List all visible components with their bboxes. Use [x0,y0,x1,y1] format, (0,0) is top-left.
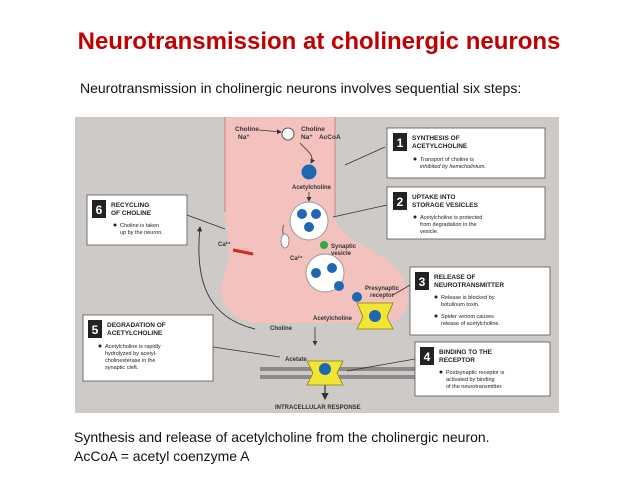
fusing-ach-3 [334,281,344,291]
step-2-text-2: from degradation in the [420,222,477,228]
step-5-text-2: hydrolyzed by acetyl- [105,351,157,357]
postsynaptic-bound-ach [319,363,331,375]
ca-channel [280,233,290,249]
caption-line-1: Synthesis and release of acetylcholine f… [74,429,490,445]
step-5-text-4: synaptic cleft. [105,365,139,371]
step-5-title-2: ACETYLCHOLINE [107,330,163,337]
step-6-title-1: RECYCLING [111,202,149,209]
choline-transporter [281,127,295,141]
step-3-text-3: Spider venom causes [441,314,494,320]
postsynaptic-membrane-bottom [260,375,430,379]
step-5-text-1: Acetylcholine is rapidly [105,344,161,350]
step-2-text-1: Acetylcholine is protected [420,215,482,221]
fusing-vesicle [305,253,345,293]
step-4-number: 4 [424,350,431,364]
step-6-title-2: OF CHOLINE [111,210,152,217]
step-3-number: 3 [419,275,426,289]
label-ca-left: Ca²⁺ [218,241,231,248]
connector-step2 [332,204,388,218]
step-3-text-2: botulinum toxin. [441,302,480,308]
step-3-title-1: RELEASE OF [434,274,476,281]
connector-step5 [212,346,281,358]
step-1-text-1: Transport of choline is [420,157,474,163]
label-synaptic-vesicle-2: vesicle [331,251,352,257]
storage-vesicle [289,201,329,241]
choline-uptake-arrow [258,129,282,135]
step-6-number: 6 [96,203,103,217]
connector-step3 [392,284,411,296]
step-1-title-2: ACETYLCHOLINE [412,143,468,150]
step-6-text-1: Choline is taken [120,223,159,229]
slide-subtitle: Neurotransmission in cholinergic neurons… [80,80,522,96]
label-acetylcholine-cleft: Acetylcholine [313,316,353,322]
step-3-title-2: NEUROTRANSMITTER [434,282,504,289]
step-1-text-2: inhibited by hemicholinium. [420,164,486,170]
label-presynaptic-1: Presynaptic [365,286,400,292]
ca-binding-indicator [320,241,328,249]
step-4-title-1: BINDING TO THE [439,349,493,356]
step-5-number: 5 [92,323,99,337]
connector-step1 [344,146,386,166]
step-3-box: 3 RELEASE OF NEUROTRANSMITTER Release is… [409,266,551,336]
label-na-left: Na⁺ [238,134,250,141]
receptor-bound-ach [369,310,381,322]
step-2-number: 2 [397,195,404,209]
connector-step4 [346,358,416,372]
step-4-box: 4 BINDING TO THE RECEPTOR Postsynaptic r… [414,341,551,397]
fusing-ach-2 [327,263,337,273]
label-acetylcholine-top: Acetylcholine [292,185,332,191]
postsynaptic-membrane-top [260,367,430,371]
vesicle-ach-3 [304,222,314,232]
synthesis-arrow [299,142,315,164]
step-4-text-1: Postsynaptic receptor is [446,370,505,376]
label-acetate: Acetate [285,357,307,363]
step-2-title-2: STORAGE VESICLES [412,202,479,209]
label-choline-left: Choline [235,126,259,133]
step-5-box: 5 DEGRADATION OF ACETYLCHOLINE Acetylcho… [82,314,214,382]
fusing-ach-1 [311,268,321,278]
diagram-svg: Choline Na⁺ Choline Na⁺ AcCoA Acetylchol… [75,117,559,413]
caption-line-2: AcCoA = acetyl coenzyme A [74,448,250,464]
label-choline-bottom: Choline [270,326,293,332]
released-ach-1 [352,292,362,302]
label-intracellular: INTRACELLULAR RESPONSE [275,405,361,411]
step-3-text-4: release of acetylcholine. [441,321,500,327]
label-accoa: AcCoA [319,134,341,141]
step-1-title-1: SYNTHESIS OF [412,135,460,142]
step-5-text-3: cholinesterase in the [105,358,155,364]
label-synaptic-vesicle-1: Synaptic [331,244,357,250]
step-6-box: 6 RECYCLING OF CHOLINE Choline is taken … [86,194,188,246]
label-choline-right: Choline [301,126,325,133]
acetylcholine-molecule [301,164,317,180]
connector-step6 [186,214,226,230]
neurotransmission-diagram: Choline Na⁺ Choline Na⁺ AcCoA Acetylchol… [75,117,559,413]
label-presynaptic-2: receptor [370,293,395,299]
slide-title: Neurotransmission at cholinergic neurons [77,28,561,55]
label-na-right: Na⁺ [301,134,313,141]
step-2-title-1: UPTAKE INTO [412,194,455,201]
step-4-text-3: of the neurotransmitter. [446,384,503,390]
step-3-text-1: Release is blocked by [441,295,495,301]
step-4-title-2: RECEPTOR [439,357,475,364]
step-5-title-1: DEGRADATION OF [107,322,166,329]
choline-recycle-arrow [196,226,256,330]
slide-caption: Synthesis and release of acetylcholine f… [74,428,490,466]
vesicle-ach-1 [297,209,307,219]
step-1-number: 1 [397,136,404,150]
step-2-box: 2 UPTAKE INTO STORAGE VESICLES Acetylcho… [386,186,546,240]
step-1-box: 1 SYNTHESIS OF ACETYLCHOLINE Transport o… [386,127,546,179]
ca-influx-arrow [232,248,254,256]
vesicle-ach-2 [311,209,321,219]
step-4-text-2: activated by binding [446,377,495,383]
label-ca-right: Ca²⁺ [290,255,303,262]
step-6-text-2: up by the neuron. [120,230,163,236]
step-2-text-3: vesicle. [420,229,439,235]
